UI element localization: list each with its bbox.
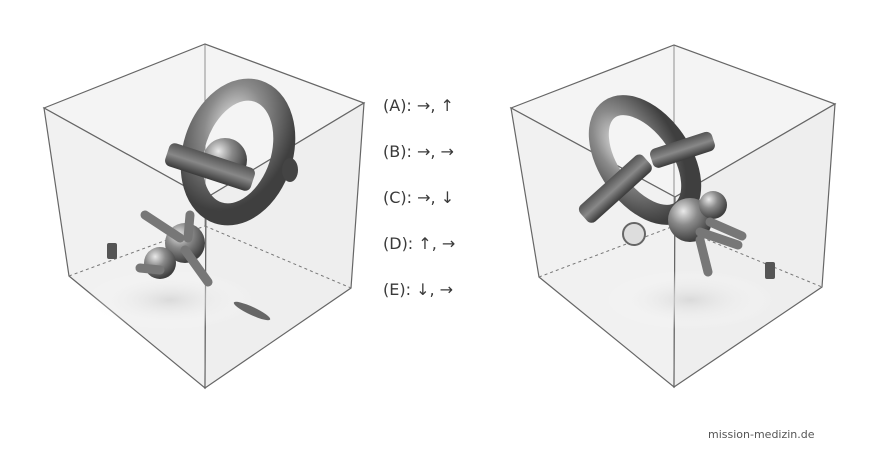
left-disc [233, 301, 271, 321]
left-arm [180, 245, 213, 287]
right-small-block [765, 262, 775, 279]
right-cube-hidden-edge [538, 225, 675, 278]
option-d[interactable]: (D): ↑, → [383, 234, 456, 253]
left-cube [42, 43, 366, 390]
right-arm [705, 217, 747, 241]
left-objects [107, 78, 298, 321]
option-b[interactable]: (B): →, → [383, 142, 454, 161]
right-bar [578, 154, 652, 223]
right-joint-sphere-small [699, 191, 727, 219]
right-objects [578, 95, 775, 279]
right-arm [695, 227, 743, 250]
option-a[interactable]: (A): →, ↑ [383, 96, 454, 115]
left-arm [140, 210, 185, 243]
left-cube-hidden-edge [204, 225, 352, 289]
left-bar-end [282, 158, 298, 182]
answer-options: (A): →, ↑ (B): →, → (C): →, ↓ (D): ↑, → … [383, 93, 503, 323]
right-disc [622, 222, 646, 246]
right-arm [695, 235, 713, 277]
left-arm [183, 210, 195, 243]
left-small-block [107, 243, 117, 259]
watermark: mission-medizin.de [708, 428, 815, 441]
right-cube-floor-shadow [605, 270, 775, 330]
option-c[interactable]: (C): →, ↓ [383, 188, 455, 207]
option-e[interactable]: (E): ↓, → [383, 280, 454, 299]
left-bar [165, 143, 255, 191]
left-cube-floor-shadow [85, 270, 255, 330]
right-bar-2 [650, 131, 715, 168]
left-arm [135, 263, 165, 275]
left-torus [180, 78, 296, 226]
